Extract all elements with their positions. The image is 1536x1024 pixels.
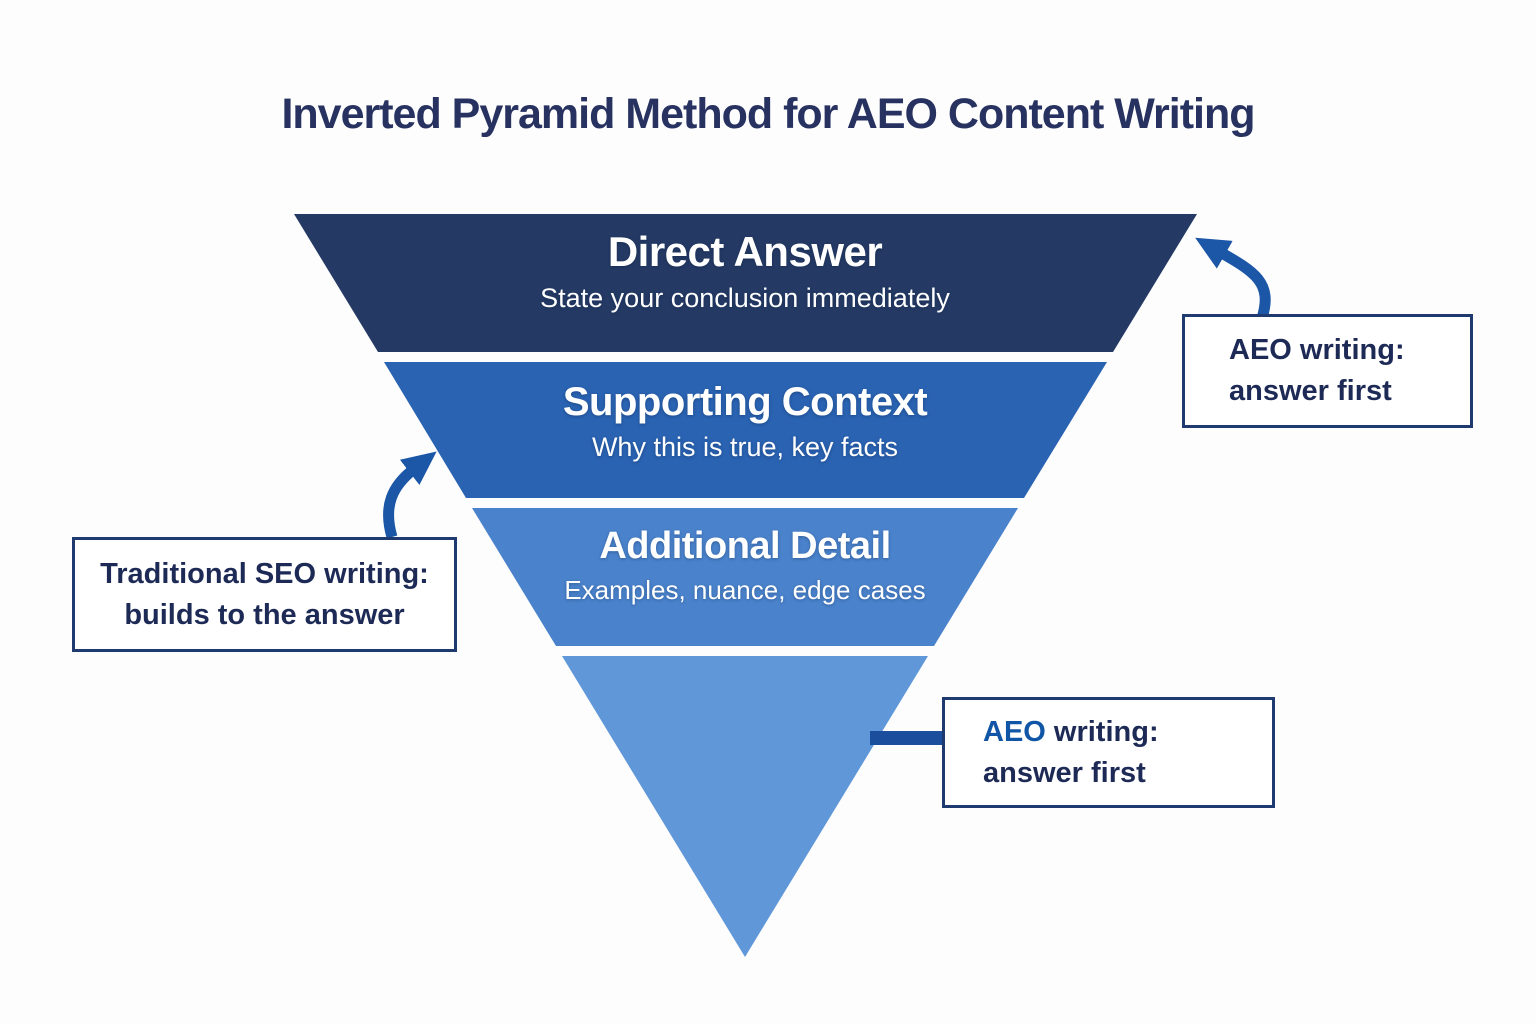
callout-aeo-bottom-line1-rest: writing: [1045,715,1159,748]
callout-aeo-bottom-line1: AEO writing: [983,712,1159,753]
callout-aeo-bottom-line2: answer first [983,756,1146,789]
pyramid-layer-direct-answer [294,214,1197,352]
callout-aeo-writing-bottom: AEO writing: answer first [942,697,1275,808]
callout-aeo-top-line1: AEO writing: [1229,334,1405,367]
pyramid-tip [562,656,928,957]
callout-aeo-top-line2: answer first [1229,375,1392,407]
callout-aeo-writing-top: AEO writing: answer first [1182,314,1473,428]
layer-direct-answer-text: Direct Answer State your conclusion imme… [0,231,1490,312]
layer-supporting-context-description: Why this is true, key facts [591,432,899,462]
callout-traditional-seo-line2: builds to the answer [124,598,405,631]
pyramid-layer-additional-detail [472,508,1018,646]
callout-traditional-seo: Traditional SEO writing: builds to the a… [72,537,457,652]
layer-additional-detail-text: Additional Detail Examples, nuance, edge… [0,527,1490,603]
connector-line-bottom [870,731,944,745]
callout-traditional-seo-line1: Traditional SEO writing: [100,557,429,590]
layer-direct-answer-label: Direct Answer [607,228,883,275]
page-title: Inverted Pyramid Method for AEO Content … [281,90,1255,138]
layer-additional-detail-label: Additional Detail [599,525,891,567]
layer-supporting-context-text: Supporting Context Why this is true, key… [0,382,1490,461]
curved-arrow-left [383,451,437,539]
layer-supporting-context-label: Supporting Context [562,380,928,424]
pyramid-layer-supporting-context [384,362,1107,498]
layer-direct-answer-description: State your conclusion immediately [540,283,950,313]
callout-aeo-bottom-highlight: AEO [983,715,1046,748]
curved-arrow-top-right [1195,237,1271,320]
layer-additional-detail-description: Examples, nuance, edge cases [564,575,926,605]
